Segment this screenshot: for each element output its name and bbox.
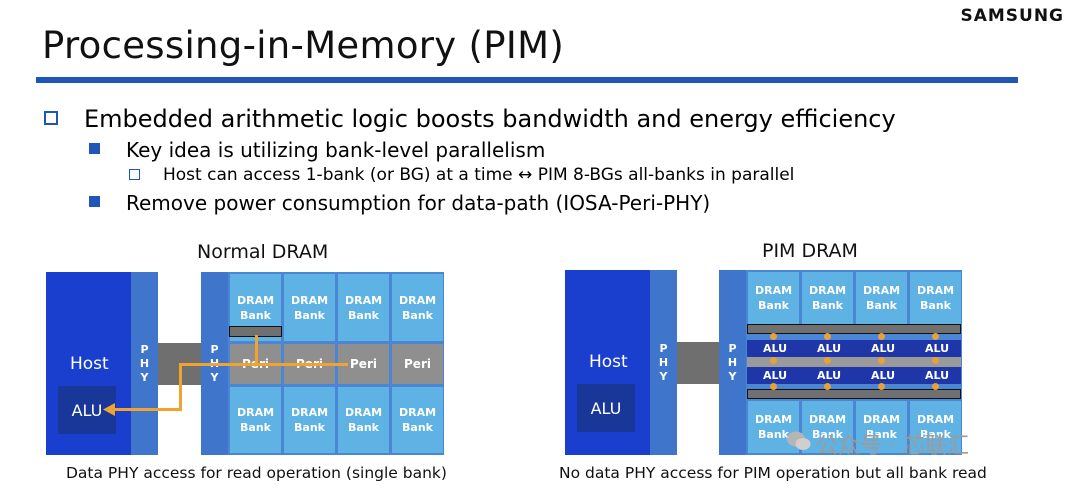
phy-letter: H [727,355,738,369]
brand-logo: SAMSUNG [960,6,1064,26]
phy-link [677,342,720,384]
dram-bank: DRAM Bank [910,272,961,324]
data-tap-dot [932,333,939,340]
pim-alu-label: ALU [817,342,842,355]
data-tap-dot [878,333,885,340]
host-label: Host [70,354,109,374]
bullet-level3: Host can access 1-bank (or BG) at a time… [163,165,795,185]
pim-alu-label: ALU [871,342,896,355]
dram-bank: DRAM Bank [856,401,907,453]
data-tap-dot [770,357,777,364]
data-path-arrow-icon [103,403,115,416]
data-path-segment [180,363,348,366]
pim-alu-label: ALU [763,342,788,355]
data-tap-dot [878,357,885,364]
pim-alu-label: ALU [817,369,842,382]
dram-bank: DRAM Bank [284,387,335,453]
phy-letter: H [658,355,669,369]
pim-alu-label: ALU [871,369,896,382]
phy-letter: Y [140,370,149,384]
wechat-icon [787,431,811,450]
bullet-level1: Embedded arithmetic logic boosts bandwid… [84,105,896,133]
bullet-level2b: Remove power consumption for data-path (… [126,191,711,215]
dram-bank: DRAM Bank [338,274,389,341]
host-phy: P H Y [650,270,677,455]
data-tap-dot [878,383,885,390]
bullet-marker-hollow [44,111,58,125]
phy-letter: P [140,342,149,356]
alu-row: ALU ALU ALU ALU [747,340,961,357]
normal-dram-caption: Data PHY access for read operation (sing… [66,464,447,482]
data-tap-dot [824,333,831,340]
phy-letter: H [139,356,150,370]
bullet-level2a: Key idea is utilizing bank-level paralle… [126,138,546,162]
host-phy: P H Y [131,272,158,455]
watermark-text: 公众号 · 芯联汇 [816,434,969,459]
dram-bank: DRAM Bank [748,272,799,324]
dram-bank: DRAM Bank [802,272,853,324]
pim-alu-label: ALU [925,369,950,382]
sense-amp [747,389,961,399]
dram-bank: DRAM Bank [856,272,907,324]
dram-bank: DRAM Bank [392,274,443,341]
data-tap-dot [770,333,777,340]
phy-letter: Y [728,369,737,383]
data-tap-dot [824,357,831,364]
dram-bank: DRAM Bank [910,401,961,453]
bullet-marker-solid [89,143,100,154]
pim-dram-title: PIM DRAM [762,240,858,262]
phy-letter: Y [659,369,668,383]
pim-alu-label: ALU [763,369,788,382]
page-title: Processing-in-Memory (PIM) [42,24,565,67]
grey-strip [747,357,961,367]
pim-dram-caption: No data PHY access for PIM operation but… [559,464,987,482]
dram-bank: DRAM Bank [284,274,335,341]
data-path-segment [255,335,258,364]
phy-letter: P [659,341,668,355]
data-tap-dot [932,357,939,364]
bullet-marker-solid [89,196,100,207]
dram-bank: DRAM Bank [802,401,853,453]
phy-letter: Y [210,370,219,384]
phy-letter: P [210,342,219,356]
alu-row: ALU ALU ALU ALU [747,367,961,384]
title-rule [36,77,1018,83]
host-label: Host [589,352,628,372]
bullet-marker-hollow-small [129,169,140,180]
dram-bank: DRAM Bank [338,387,389,453]
dram-bank: DRAM Bank [392,387,443,453]
peri-block: Peri [392,344,443,384]
dram-phy: P H Y [719,270,746,455]
data-path-segment [179,363,182,411]
dram-bank: DRAM Bank [230,387,281,453]
pim-alu-label: ALU [925,342,950,355]
phy-letter: P [728,341,737,355]
data-path-segment [112,408,182,411]
sense-amp [747,324,961,334]
host-alu: ALU [577,384,635,432]
data-tap-dot [932,383,939,390]
data-tap-dot [770,383,777,390]
normal-dram-title: Normal DRAM [197,241,329,263]
data-tap-dot [824,383,831,390]
